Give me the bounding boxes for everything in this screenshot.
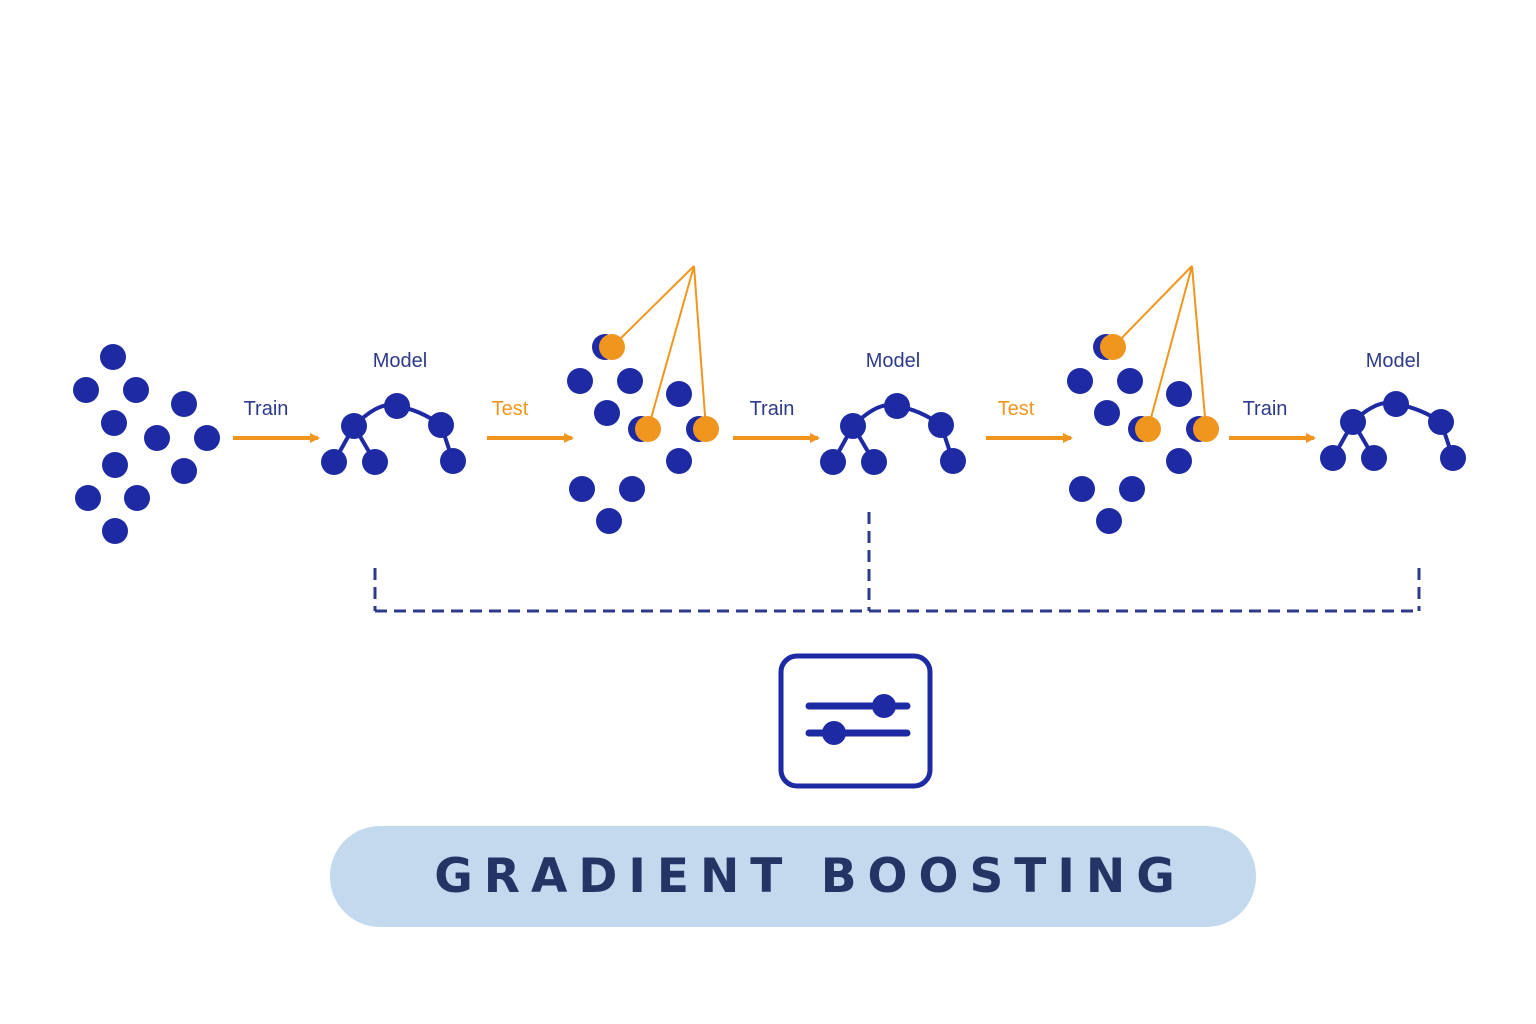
test-label-1: Test	[492, 398, 529, 420]
train-label-3: Train	[1243, 398, 1288, 420]
diagram-title: GRADIENT BOOSTING	[434, 849, 1186, 904]
model-label-3: Model	[1366, 350, 1420, 372]
train-arrow-2: Train	[733, 398, 820, 443]
misclassified-point	[1193, 416, 1219, 442]
title-banner: GRADIENT BOOSTING	[330, 826, 1256, 927]
boosting-process-diagram: Train Model Test	[73, 265, 1466, 789]
ensemble-bracket	[373, 512, 1421, 613]
misclassified-point	[635, 416, 661, 442]
train-label-2: Train	[750, 398, 795, 420]
train-label-1: Train	[244, 398, 289, 420]
model-tree-2: Model	[820, 350, 966, 475]
misclassified-point	[693, 416, 719, 442]
train-arrow-1: Train	[233, 398, 320, 443]
misclassified-point	[1100, 334, 1126, 360]
model-tree-1: Model	[321, 350, 466, 475]
train-arrow-3: Train	[1229, 398, 1316, 443]
sliders-icon	[778, 653, 933, 789]
misclassified-point	[1135, 416, 1161, 442]
misclassified-point	[599, 334, 625, 360]
test-arrow-2: Test	[986, 398, 1073, 443]
error-data-cluster-1	[567, 265, 719, 534]
test-label-2: Test	[998, 398, 1035, 420]
test-arrow-1: Test	[487, 398, 574, 443]
model-label-1: Model	[373, 350, 427, 372]
model-label-2: Model	[866, 350, 920, 372]
model-tree-3: Model	[1320, 350, 1466, 471]
error-data-cluster-2	[1067, 265, 1219, 534]
training-data-cluster	[73, 344, 220, 544]
